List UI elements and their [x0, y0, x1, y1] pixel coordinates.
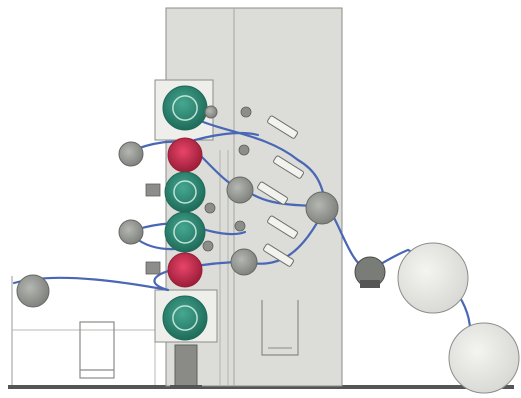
guide-roll — [118, 141, 144, 167]
guide-roll — [16, 274, 50, 308]
bottom-green-roll — [162, 295, 208, 341]
doctor-blade-icon — [257, 181, 288, 205]
roll-core-icon — [172, 305, 198, 331]
guide-roll — [305, 191, 339, 225]
guide-rolls — [16, 105, 339, 308]
green-roll-3 — [164, 211, 206, 253]
doctor-blade-icon — [267, 115, 298, 139]
floor-line — [8, 385, 514, 389]
rewind-reel-lower — [448, 322, 520, 394]
doctor-blade-icon — [263, 243, 294, 267]
green-roll-2 — [164, 171, 206, 213]
guide-roll — [230, 248, 258, 276]
rewind-reel-upper — [397, 242, 469, 314]
doctor-blade-icon — [267, 215, 298, 239]
guide-roll — [118, 219, 144, 245]
red-roll-1 — [167, 137, 203, 173]
discharge-basket — [261, 300, 299, 356]
guide-roll — [226, 176, 254, 204]
doctor-blades — [257, 115, 304, 267]
doctor-blade-icon — [273, 155, 304, 179]
roll-core-icon — [172, 95, 198, 121]
guide-roll — [204, 105, 218, 119]
dancer-roll — [354, 256, 386, 288]
reels — [397, 242, 520, 394]
roll-core-icon — [173, 180, 197, 204]
red-roll-2 — [167, 252, 203, 288]
roll-stack — [162, 85, 208, 341]
roll-fittings — [145, 106, 252, 275]
roll-core-icon — [173, 220, 197, 244]
top-green-roll — [162, 85, 208, 131]
